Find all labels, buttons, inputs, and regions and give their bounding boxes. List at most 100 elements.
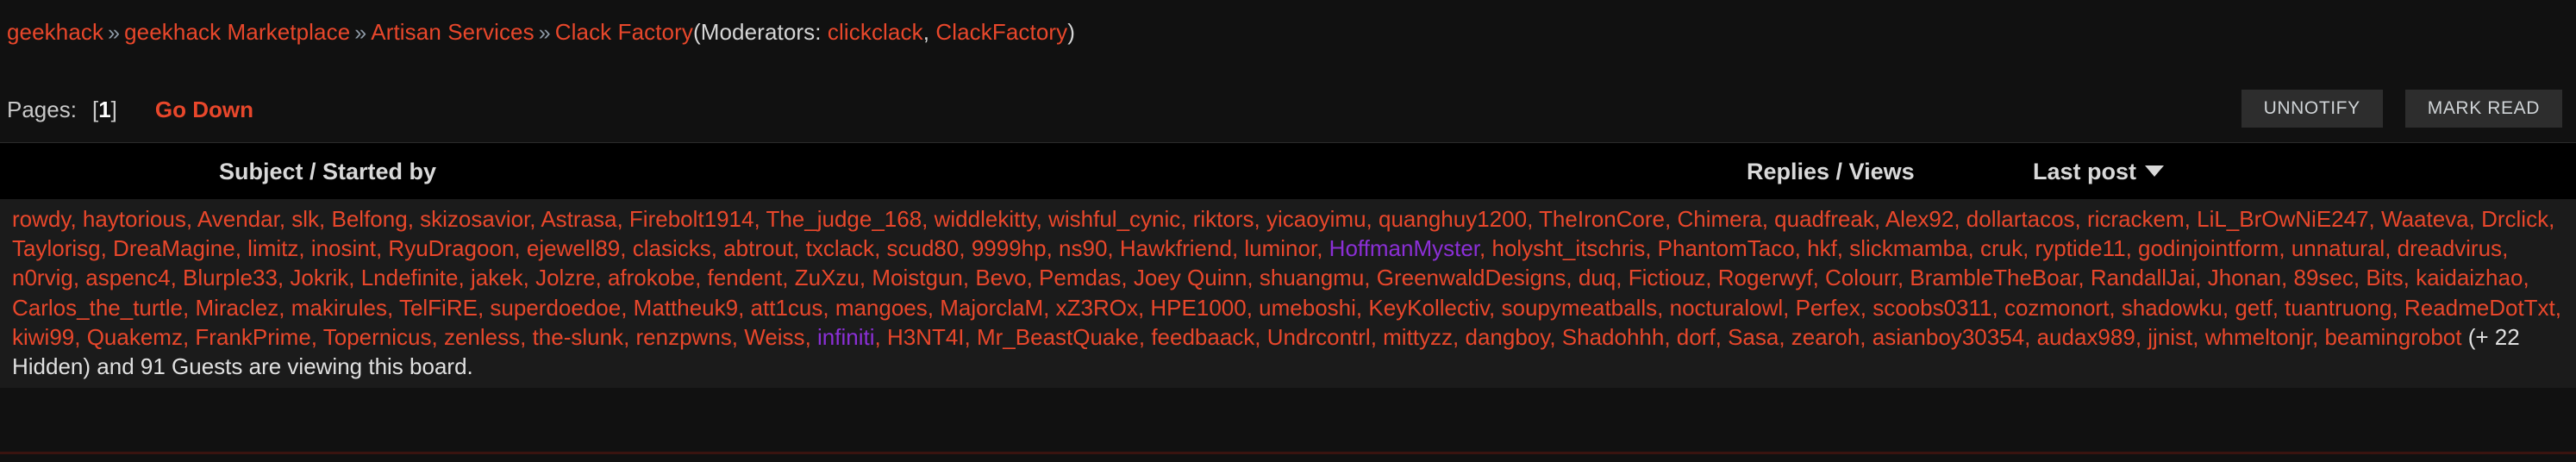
viewer-link-getf[interactable]: getf: [2235, 294, 2273, 321]
viewer-link-widdlekitty[interactable]: widdlekitty: [934, 206, 1036, 232]
viewer-link-unnatural[interactable]: unnatural: [2291, 235, 2385, 262]
viewer-link-mangoes[interactable]: mangoes: [835, 294, 928, 321]
viewer-link-kiwi99[interactable]: kiwi99: [12, 323, 75, 350]
breadcrumb-link-marketplace[interactable]: geekhack Marketplace: [124, 19, 351, 45]
viewer-link-scud80[interactable]: scud80: [886, 235, 960, 262]
viewer-link-blurple33[interactable]: Blurple33: [183, 265, 278, 291]
viewer-link-miraclez[interactable]: Miraclez: [195, 294, 279, 321]
viewer-link-zearoh[interactable]: zearoh: [1791, 323, 1860, 350]
viewer-link-audax989[interactable]: audax989: [2036, 323, 2135, 350]
viewer-link-slk[interactable]: slk: [291, 206, 320, 232]
viewer-link-weiss[interactable]: Weiss: [744, 323, 805, 350]
viewer-link-jolzre[interactable]: Jolzre: [535, 265, 596, 291]
viewer-link-zenless[interactable]: zenless: [443, 323, 521, 350]
breadcrumb-link-artisan-services[interactable]: Artisan Services: [371, 19, 535, 45]
viewer-link-wishful-cynic[interactable]: wishful_cynic: [1048, 206, 1181, 232]
unnotify-button[interactable]: UNNOTIFY: [2241, 90, 2383, 128]
viewer-link-riktors[interactable]: riktors: [1192, 206, 1254, 232]
viewer-link-scoobs0311[interactable]: scoobs0311: [1873, 294, 1992, 321]
viewer-link-makirules[interactable]: makirules: [291, 294, 387, 321]
viewer-link-cozmonort[interactable]: cozmonort: [2004, 294, 2110, 321]
viewer-link-jhonan[interactable]: Jhonan: [2207, 265, 2282, 291]
viewer-link-the-slunk[interactable]: the-slunk: [532, 323, 624, 350]
viewer-link-att1cus[interactable]: att1cus: [750, 294, 823, 321]
viewer-link-astrasa[interactable]: Astrasa: [541, 206, 617, 232]
viewer-link-brambletheboar[interactable]: BrambleTheBoar: [1910, 265, 2079, 291]
viewer-link-frankprime[interactable]: FrankPrime: [195, 323, 311, 350]
viewer-link-asianboy30354[interactable]: asianboy30354: [1872, 323, 2025, 350]
viewer-link-jokrik[interactable]: Jokrik: [290, 265, 349, 291]
mark-read-button[interactable]: MARK READ: [2404, 90, 2562, 128]
viewer-link-dollartacos[interactable]: dollartacos: [1966, 206, 2075, 232]
viewer-link-pemdas[interactable]: Pemdas: [1039, 265, 1122, 291]
viewer-link-dreadvirus[interactable]: dreadvirus: [2397, 235, 2503, 262]
viewer-link-dreamagine[interactable]: DreaMagine: [113, 235, 235, 262]
viewer-link-dorf[interactable]: dorf: [1676, 323, 1716, 350]
viewer-link-yicaoyimu[interactable]: yicaoyimu: [1266, 206, 1366, 232]
viewer-link-chimera[interactable]: Chimera: [1677, 206, 1762, 232]
moderator-link-clickclack[interactable]: clickclack: [827, 19, 923, 45]
viewer-link-mittyzz[interactable]: mittyzz: [1383, 323, 1454, 350]
viewer-link-aspenc4[interactable]: aspenc4: [85, 265, 171, 291]
viewer-link-abtrout[interactable]: abtrout: [723, 235, 794, 262]
viewer-link-umeboshi[interactable]: umeboshi: [1259, 294, 1356, 321]
viewer-link-ejewell89[interactable]: ejewell89: [526, 235, 621, 262]
viewer-link-godinjointform[interactable]: godinjointform: [2138, 235, 2279, 262]
viewer-link-nocturalowl[interactable]: nocturalowl: [1669, 294, 1784, 321]
viewer-link-quakemz[interactable]: Quakemz: [86, 323, 183, 350]
viewer-link-carlos-the-turtle[interactable]: Carlos_the_turtle: [12, 294, 183, 321]
viewer-link-quadfreak[interactable]: quadfreak: [1774, 206, 1874, 232]
viewer-link-infiniti[interactable]: infiniti: [817, 323, 875, 350]
viewer-link-9999hp[interactable]: 9999hp: [971, 235, 1047, 262]
viewer-link-readmedottxt[interactable]: ReadmeDotTxt: [2404, 294, 2555, 321]
column-header-subject[interactable]: Subject / Started by: [219, 159, 437, 184]
viewer-link-quanghuy1200[interactable]: quanghuy1200: [1379, 206, 1528, 232]
viewer-link-xz3rox[interactable]: xZ3ROx: [1055, 294, 1138, 321]
viewer-link-firebolt1914[interactable]: Firebolt1914: [628, 206, 754, 232]
viewer-link-mr-beastquake[interactable]: Mr_BeastQuake: [976, 323, 1139, 350]
viewer-link-rogerwyf[interactable]: Rogerwyf: [1717, 265, 1813, 291]
viewer-link-randalljai[interactable]: RandallJai: [2090, 265, 2196, 291]
viewer-link-clasicks[interactable]: clasicks: [632, 235, 711, 262]
viewer-link-feedbaack[interactable]: feedbaack: [1151, 323, 1255, 350]
viewer-link-moistgun[interactable]: Moistgun: [872, 265, 963, 291]
viewer-link-bits[interactable]: Bits: [2366, 265, 2404, 291]
viewer-link-89sec[interactable]: 89sec: [2293, 265, 2354, 291]
viewer-link-avendar[interactable]: Avendar: [197, 206, 279, 232]
viewer-link-hawkfriend[interactable]: Hawkfriend: [1119, 235, 1232, 262]
viewer-link-rowdy[interactable]: rowdy: [12, 206, 71, 232]
viewer-link-superdoedoe[interactable]: superdoedoe: [490, 294, 622, 321]
pagination-page-1[interactable]: [1]: [92, 97, 117, 122]
viewer-link-ns90[interactable]: ns90: [1059, 235, 1108, 262]
viewer-link-renzpwns[interactable]: renzpwns: [635, 323, 732, 350]
viewer-link-ryudragoon[interactable]: RyuDragoon: [388, 235, 515, 262]
viewer-link-limitz[interactable]: limitz: [247, 235, 299, 262]
viewer-link-haytorious[interactable]: haytorious: [82, 206, 186, 232]
viewer-link-duq[interactable]: duq: [1578, 265, 1616, 291]
viewer-link-sasa[interactable]: Sasa: [1728, 323, 1779, 350]
viewer-link-waateva[interactable]: Waateva: [2381, 206, 2469, 232]
viewer-link-luminor[interactable]: luminor: [1244, 235, 1317, 262]
viewer-link-perfex[interactable]: Perfex: [1795, 294, 1860, 321]
viewer-link-the-judge-168[interactable]: The_judge_168: [766, 206, 922, 232]
viewer-link-ricrackem[interactable]: ricrackem: [2086, 206, 2185, 232]
viewer-link-afrokobe[interactable]: afrokobe: [607, 265, 696, 291]
viewer-link-n0rvig[interactable]: n0rvig: [12, 265, 73, 291]
viewer-link-skizosavior[interactable]: skizosavior: [420, 206, 530, 232]
viewer-link-topernicus[interactable]: Topernicus: [322, 323, 432, 350]
moderator-link-clackfactory[interactable]: ClackFactory: [935, 19, 1068, 45]
viewer-link-greenwalddesigns[interactable]: GreenwaldDesigns: [1376, 265, 1566, 291]
viewer-link-telfire[interactable]: TelFiRE: [398, 294, 478, 321]
viewer-link-alex92[interactable]: Alex92: [1885, 206, 1954, 232]
column-header-last-post[interactable]: Last post: [2033, 159, 2165, 185]
viewer-link-tuantruong[interactable]: tuantruong: [2285, 294, 2392, 321]
viewer-link-inosint[interactable]: inosint: [310, 235, 376, 262]
viewer-link-soupymeatballs[interactable]: soupymeatballs: [1501, 294, 1658, 321]
viewer-link-beamingrobot[interactable]: beamingrobot: [2324, 323, 2462, 350]
viewer-link-hoffmanmyster[interactable]: HoffmanMyster: [1329, 235, 1480, 262]
viewer-link-slickmamba[interactable]: slickmamba: [1849, 235, 1968, 262]
viewer-link-shuangmu[interactable]: shuangmu: [1259, 265, 1365, 291]
viewer-link-kaidaizhao[interactable]: kaidaizhao: [2416, 265, 2523, 291]
viewer-link-txclack[interactable]: txclack: [805, 235, 875, 262]
viewer-link-cruk[interactable]: cruk: [1979, 235, 2023, 262]
